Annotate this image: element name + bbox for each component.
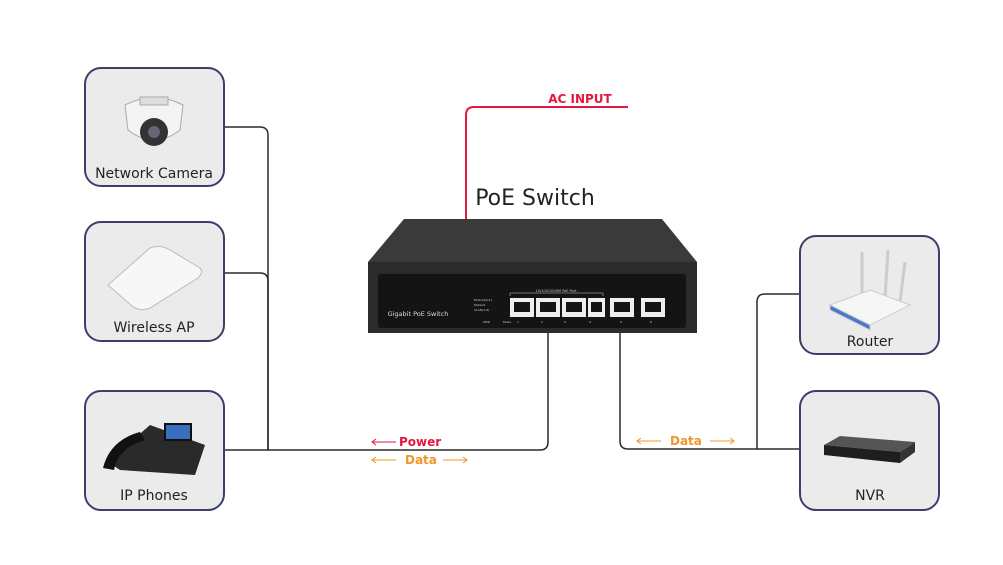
- mode-label: Default: [474, 303, 486, 307]
- mode-label: VLAN(1-6): [474, 308, 489, 312]
- device-router: Router: [799, 235, 940, 355]
- mode-label: Extend(3-4): [474, 298, 492, 302]
- led-label: 1: [517, 320, 519, 324]
- data-flow-right: Data: [636, 434, 735, 448]
- device-label: NVR: [855, 488, 885, 504]
- led-label: 6: [650, 320, 652, 324]
- access-point-icon: [107, 245, 203, 311]
- ac-input-label: AC INPUT: [548, 92, 612, 106]
- ac-input-wire: [465, 106, 628, 219]
- nvr-icon: [824, 436, 915, 463]
- data-label: Data: [405, 453, 437, 467]
- device-label: Network Camera: [95, 166, 213, 182]
- power-label: Power: [399, 435, 441, 449]
- switch-panel-label: Gigabit PoE Switch: [388, 310, 449, 318]
- ip-phone-icon: [103, 423, 205, 475]
- wire-ap: [224, 272, 269, 450]
- port-group-label: 10/100/1000M PoE Port: [536, 289, 578, 293]
- led-label: 2: [541, 320, 543, 324]
- router-icon: [828, 249, 912, 331]
- device-ip-phones: IP Phones: [84, 390, 225, 511]
- led-label: Mode: [503, 320, 511, 324]
- switch-title: PoE Switch: [475, 186, 595, 211]
- device-network-camera: Network Camera: [84, 67, 225, 187]
- led-label: PWR: [483, 320, 490, 324]
- power-flow: Power: [371, 435, 441, 449]
- led-label: 5: [620, 320, 622, 324]
- wire-camera: [224, 126, 269, 450]
- dome-camera-icon: [124, 96, 184, 146]
- poe-switch: Gigabit PoE Switch 10/100/1000M PoE Port…: [368, 219, 697, 333]
- device-nvr: NVR: [799, 390, 940, 511]
- data-flow-left: Data: [371, 453, 468, 467]
- device-label: Router: [847, 334, 894, 350]
- device-label: Wireless AP: [113, 320, 194, 336]
- led-label: 4: [589, 320, 591, 324]
- device-label: IP Phones: [120, 488, 188, 504]
- device-wireless-ap: Wireless AP: [84, 221, 225, 342]
- wire-phones-to-switch: [224, 333, 549, 451]
- data-label: Data: [670, 434, 702, 448]
- led-label: 3: [564, 320, 566, 324]
